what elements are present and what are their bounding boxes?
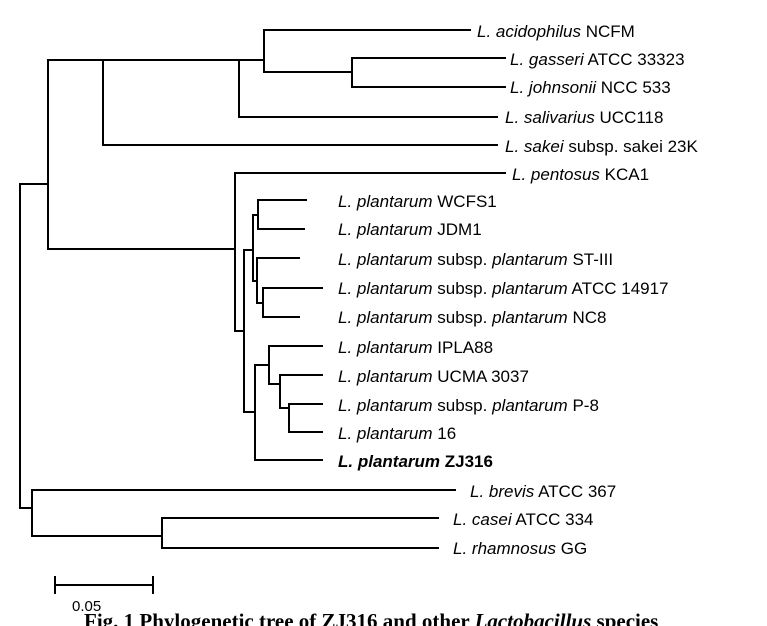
leaf-strain: NCC 533: [601, 78, 671, 97]
leaf-subsp-name: plantarum: [491, 396, 568, 415]
leaf-genus: L.: [510, 50, 524, 69]
leaf-label: L. plantarum subsp. plantarum P-8: [338, 396, 599, 415]
leaf-label: L. plantarum IPLA88: [338, 338, 493, 357]
leaf-label: L. plantarum JDM1: [338, 220, 482, 239]
leaf-label: L. gasseri ATCC 33323: [510, 50, 685, 69]
branch-upper-clade-vertical: [102, 59, 240, 146]
tree-branches: [19, 29, 506, 549]
leaf-subsp-name: plantarum: [491, 308, 568, 327]
leaf-genus: L.: [338, 308, 352, 327]
leaf-genus: L.: [338, 338, 352, 357]
leaf-species: brevis: [489, 482, 535, 501]
leaf-genus: L.: [505, 137, 519, 156]
leaf-strain: ZJ316: [445, 452, 493, 471]
leaf-species: acidophilus: [496, 22, 582, 41]
leaf-subsp: subsp.: [437, 279, 487, 298]
leaf-genus: L.: [470, 482, 484, 501]
leaf-species: pentosus: [530, 165, 600, 184]
scale-bar: 0.05: [54, 576, 154, 615]
leaf-subsp: subsp.: [437, 396, 487, 415]
leaf-genus: L.: [338, 250, 352, 269]
leaf-label: L. plantarum subsp. plantarum NC8: [338, 308, 606, 327]
caption-prefix: Fig. 1 Phylogenetic tree of ZJ316 and ot…: [84, 609, 475, 626]
leaf-species: casei: [472, 510, 513, 529]
leaf-species: gasseri: [529, 50, 585, 69]
leaf-strain: ATCC 334: [515, 510, 593, 529]
leaf-label: L. pentosus KCA1: [512, 165, 649, 184]
leaf-strain: IPLA88: [437, 338, 493, 357]
leaf-species: plantarum: [356, 424, 433, 443]
leaf-subsp: subsp.: [437, 308, 487, 327]
leaf-genus: L.: [338, 220, 352, 239]
leaf-genus: L.: [338, 192, 352, 211]
leaf-strain: WCFS1: [437, 192, 497, 211]
leaf-label: L. plantarum 16: [338, 424, 456, 443]
leaf-species: plantarum: [356, 192, 433, 211]
figure-caption-container: Fig. 1 Phylogenetic tree of ZJ316 and ot…: [0, 597, 767, 626]
leaf-subsp-name: plantarum: [491, 279, 568, 298]
leaf-strain: ST-III: [572, 250, 613, 269]
leaf-genus: L.: [510, 78, 524, 97]
leaf-label: L. salivarius UCC118: [505, 108, 663, 127]
scale-bar-line: [54, 576, 154, 594]
leaf-species: rhamnosus: [472, 539, 557, 558]
leaf-genus: L.: [338, 452, 353, 471]
leaf-label: L. acidophilus NCFM: [477, 22, 635, 41]
leaf-genus: L.: [505, 108, 519, 127]
leaf-species: salivarius: [524, 108, 595, 127]
leaf-species: plantarum: [356, 308, 433, 327]
leaf-species: sakei: [524, 137, 565, 156]
leaf-label: L. casei ATCC 334: [453, 510, 594, 529]
leaf-subsp: subsp.: [437, 250, 487, 269]
leaf-label: L. plantarum subsp. plantarum ATCC 14917: [338, 279, 669, 298]
leaf-strain: NCFM: [586, 22, 635, 41]
leaf-strain: 16: [437, 424, 456, 443]
leaf-species: johnsonii: [527, 78, 597, 97]
leaf-strain: KCA1: [605, 165, 649, 184]
leaf-species: plantarum: [356, 220, 433, 239]
leaf-strain: ATCC 367: [538, 482, 616, 501]
leaf-species: plantarum: [356, 367, 433, 386]
leaf-label: L. sakei subsp. sakei 23K: [505, 137, 698, 156]
leaf-genus: L.: [477, 22, 491, 41]
leaf-label: L. plantarum UCMA 3037: [338, 367, 529, 386]
leaf-strain: ATCC 33323: [588, 50, 685, 69]
leaf-genus: L.: [512, 165, 526, 184]
leaf-species: plantarum: [356, 250, 433, 269]
leaf-label: L. rhamnosus GG: [453, 539, 587, 558]
leaf-species: plantarum: [356, 396, 433, 415]
scale-bar-label: 0.05: [72, 598, 101, 615]
figure-caption: Fig. 1 Phylogenetic tree of ZJ316 and ot…: [84, 609, 658, 626]
leaf-genus: L.: [338, 367, 352, 386]
leaf-label: L. plantarum subsp. plantarum ST-III: [338, 250, 613, 269]
leaf-strain: UCMA 3037: [437, 367, 529, 386]
leaf-genus: L.: [453, 539, 467, 558]
leaf-species: plantarum: [357, 452, 440, 471]
leaf-strain: P-8: [572, 396, 598, 415]
leaf-label: L. johnsonii NCC 533: [510, 78, 671, 97]
leaf-genus: L.: [338, 424, 352, 443]
leaf-strain: subsp. sakei 23K: [568, 137, 698, 156]
caption-suffix: species: [591, 609, 659, 626]
leaf-genus: L.: [453, 510, 467, 529]
leaf-genus: L.: [338, 279, 352, 298]
leaf-genus: L.: [338, 396, 352, 415]
leaf-strain: JDM1: [437, 220, 481, 239]
leaf-species: plantarum: [356, 338, 433, 357]
leaf-label: L. plantarum ZJ316: [338, 452, 493, 471]
leaf-strain: GG: [561, 539, 587, 558]
leaf-subsp-name: plantarum: [491, 250, 568, 269]
leaf-label: L. plantarum WCFS1: [338, 192, 497, 211]
leaf-strain: UCC118: [600, 108, 664, 127]
leaf-label: L. brevis ATCC 367: [470, 482, 616, 501]
leaf-species: plantarum: [356, 279, 433, 298]
caption-genus: Lactobacillus: [474, 609, 592, 626]
leaf-strain: NC8: [572, 308, 606, 327]
leaf-strain: ATCC 14917: [572, 279, 669, 298]
